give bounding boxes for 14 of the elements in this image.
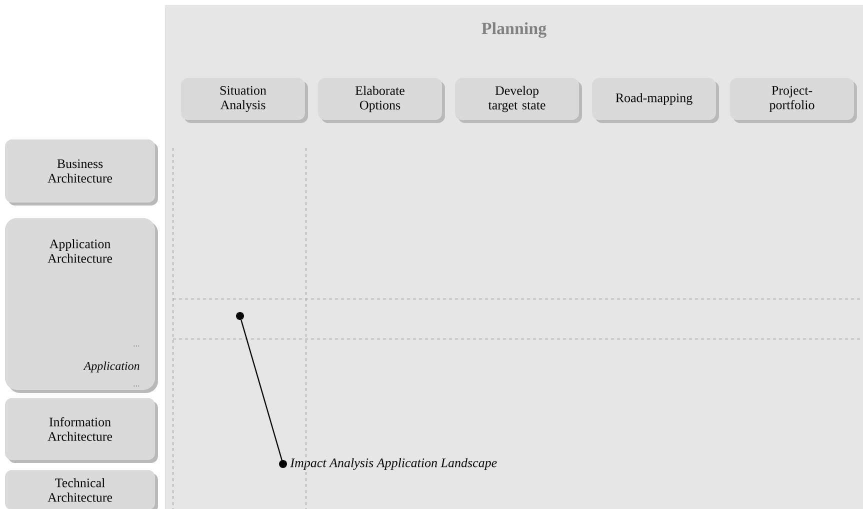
annotation-text: Impact Analysis Application Landscape [290, 458, 497, 470]
panel-title: Planning [482, 22, 546, 38]
layer-box: Information Architecture [5, 398, 158, 463]
phase-box: Road-mapping [592, 78, 719, 123]
phase-box: Project-portfolio [730, 78, 857, 123]
phase-box: Develop target state [455, 78, 582, 123]
layer-box: Application Architecture ... Application ... [5, 218, 158, 393]
layer-box: Business Architecture [5, 140, 158, 206]
dot [236, 312, 244, 320]
connector [240, 320, 287, 468]
layer-box: Technical Architecture [5, 470, 158, 509]
phase-box: Elaborate Options [318, 78, 445, 123]
phase-box: Situation Analysis [181, 78, 308, 123]
panel [165, 5, 863, 509]
